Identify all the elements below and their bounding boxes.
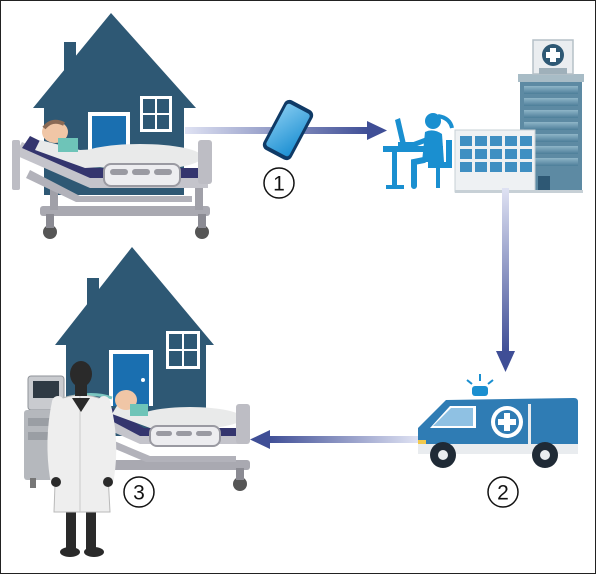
hospital-building-icon: [454, 39, 584, 193]
arrow-monitoring-to-ambulance: [496, 188, 515, 372]
step-1-marker: 1: [263, 167, 295, 199]
arrow-ambulance-to-home: [250, 430, 418, 449]
step-1-label: 1: [273, 173, 285, 196]
hospital-bed-icon-top: [12, 119, 212, 239]
ambulance-icon: [418, 374, 578, 468]
step-3-label: 3: [133, 482, 145, 505]
step-3-marker: 3: [123, 476, 155, 508]
step-2-marker: 2: [487, 476, 519, 508]
smartphone-icon: [262, 99, 314, 161]
hospital-bed-icon-bottom: [98, 390, 250, 491]
nurse-at-computer-icon: [383, 113, 454, 189]
step-2-label: 2: [497, 482, 509, 505]
doctor-icon: [47, 361, 117, 557]
